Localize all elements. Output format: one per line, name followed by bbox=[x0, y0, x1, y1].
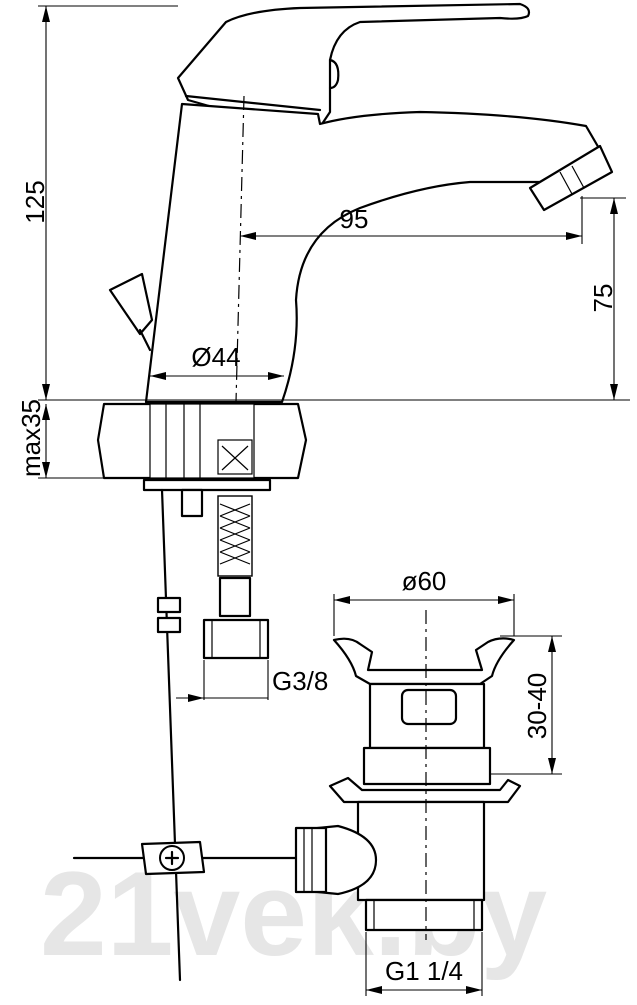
arrow bbox=[42, 404, 50, 420]
arrow bbox=[150, 372, 166, 380]
arrow bbox=[566, 232, 582, 240]
screw-cross bbox=[164, 850, 180, 866]
arrow bbox=[334, 596, 350, 604]
hose-braid-pattern bbox=[219, 503, 251, 565]
dimension-lines: 125 max35 95 75 Ø44 G3/8 bbox=[16, 5, 630, 996]
dim-g38-label: G3/8 bbox=[272, 666, 328, 696]
countertop-section bbox=[96, 402, 308, 518]
hose-ferrule bbox=[218, 576, 252, 618]
lever-handle bbox=[176, 2, 531, 126]
waste-thread bbox=[364, 898, 484, 932]
hose-nut bbox=[202, 618, 270, 660]
arrow bbox=[548, 636, 556, 652]
hose-braid bbox=[217, 495, 253, 577]
dim-g114-label: G1 1/4 bbox=[385, 956, 463, 986]
arrow bbox=[42, 384, 50, 400]
dim-max35-label: max35 bbox=[16, 399, 46, 477]
aerator-line bbox=[559, 171, 573, 195]
popup-knob bbox=[108, 272, 154, 336]
rod-clip bbox=[156, 616, 182, 634]
rod-vertical bbox=[160, 488, 182, 982]
arrow bbox=[498, 596, 514, 604]
aerator-line bbox=[571, 165, 585, 189]
dim-125-label: 125 bbox=[20, 180, 50, 223]
waste-window bbox=[400, 688, 458, 726]
hose-fitting-hatch bbox=[221, 445, 249, 471]
dim-95-label: 95 bbox=[340, 204, 369, 234]
lever-base-line bbox=[184, 94, 322, 112]
popup-stem bbox=[138, 328, 152, 352]
waste-plug-cap bbox=[332, 637, 516, 686]
flex-hose bbox=[202, 495, 270, 660]
popup-rod bbox=[72, 488, 322, 982]
spout-aerator bbox=[528, 144, 614, 212]
arrow bbox=[610, 198, 618, 214]
rod-clip bbox=[156, 596, 182, 614]
dim-44-label: Ø44 bbox=[191, 342, 240, 372]
pop-up-waste bbox=[294, 610, 522, 940]
dim-3040-label: 30-40 bbox=[522, 673, 552, 740]
mount-plate bbox=[142, 478, 272, 492]
dim-60-label: ø60 bbox=[402, 566, 447, 596]
waste-body-mid bbox=[362, 746, 492, 786]
faucet-body bbox=[144, 102, 602, 404]
arrow bbox=[42, 6, 50, 22]
lever-pivot bbox=[328, 58, 340, 90]
arrow bbox=[240, 232, 256, 240]
waste-body-lower bbox=[356, 800, 486, 902]
center-axis bbox=[235, 95, 245, 403]
arrow bbox=[466, 986, 482, 994]
arrow bbox=[188, 694, 204, 702]
dim-75-label: 75 bbox=[588, 284, 618, 313]
outlet-nut bbox=[294, 826, 328, 894]
arrow bbox=[268, 372, 284, 380]
arrow bbox=[610, 384, 618, 400]
mount-stud bbox=[180, 488, 204, 518]
arrow bbox=[366, 986, 382, 994]
arrow bbox=[42, 462, 50, 478]
arrow bbox=[548, 758, 556, 774]
faucet bbox=[108, 2, 614, 404]
